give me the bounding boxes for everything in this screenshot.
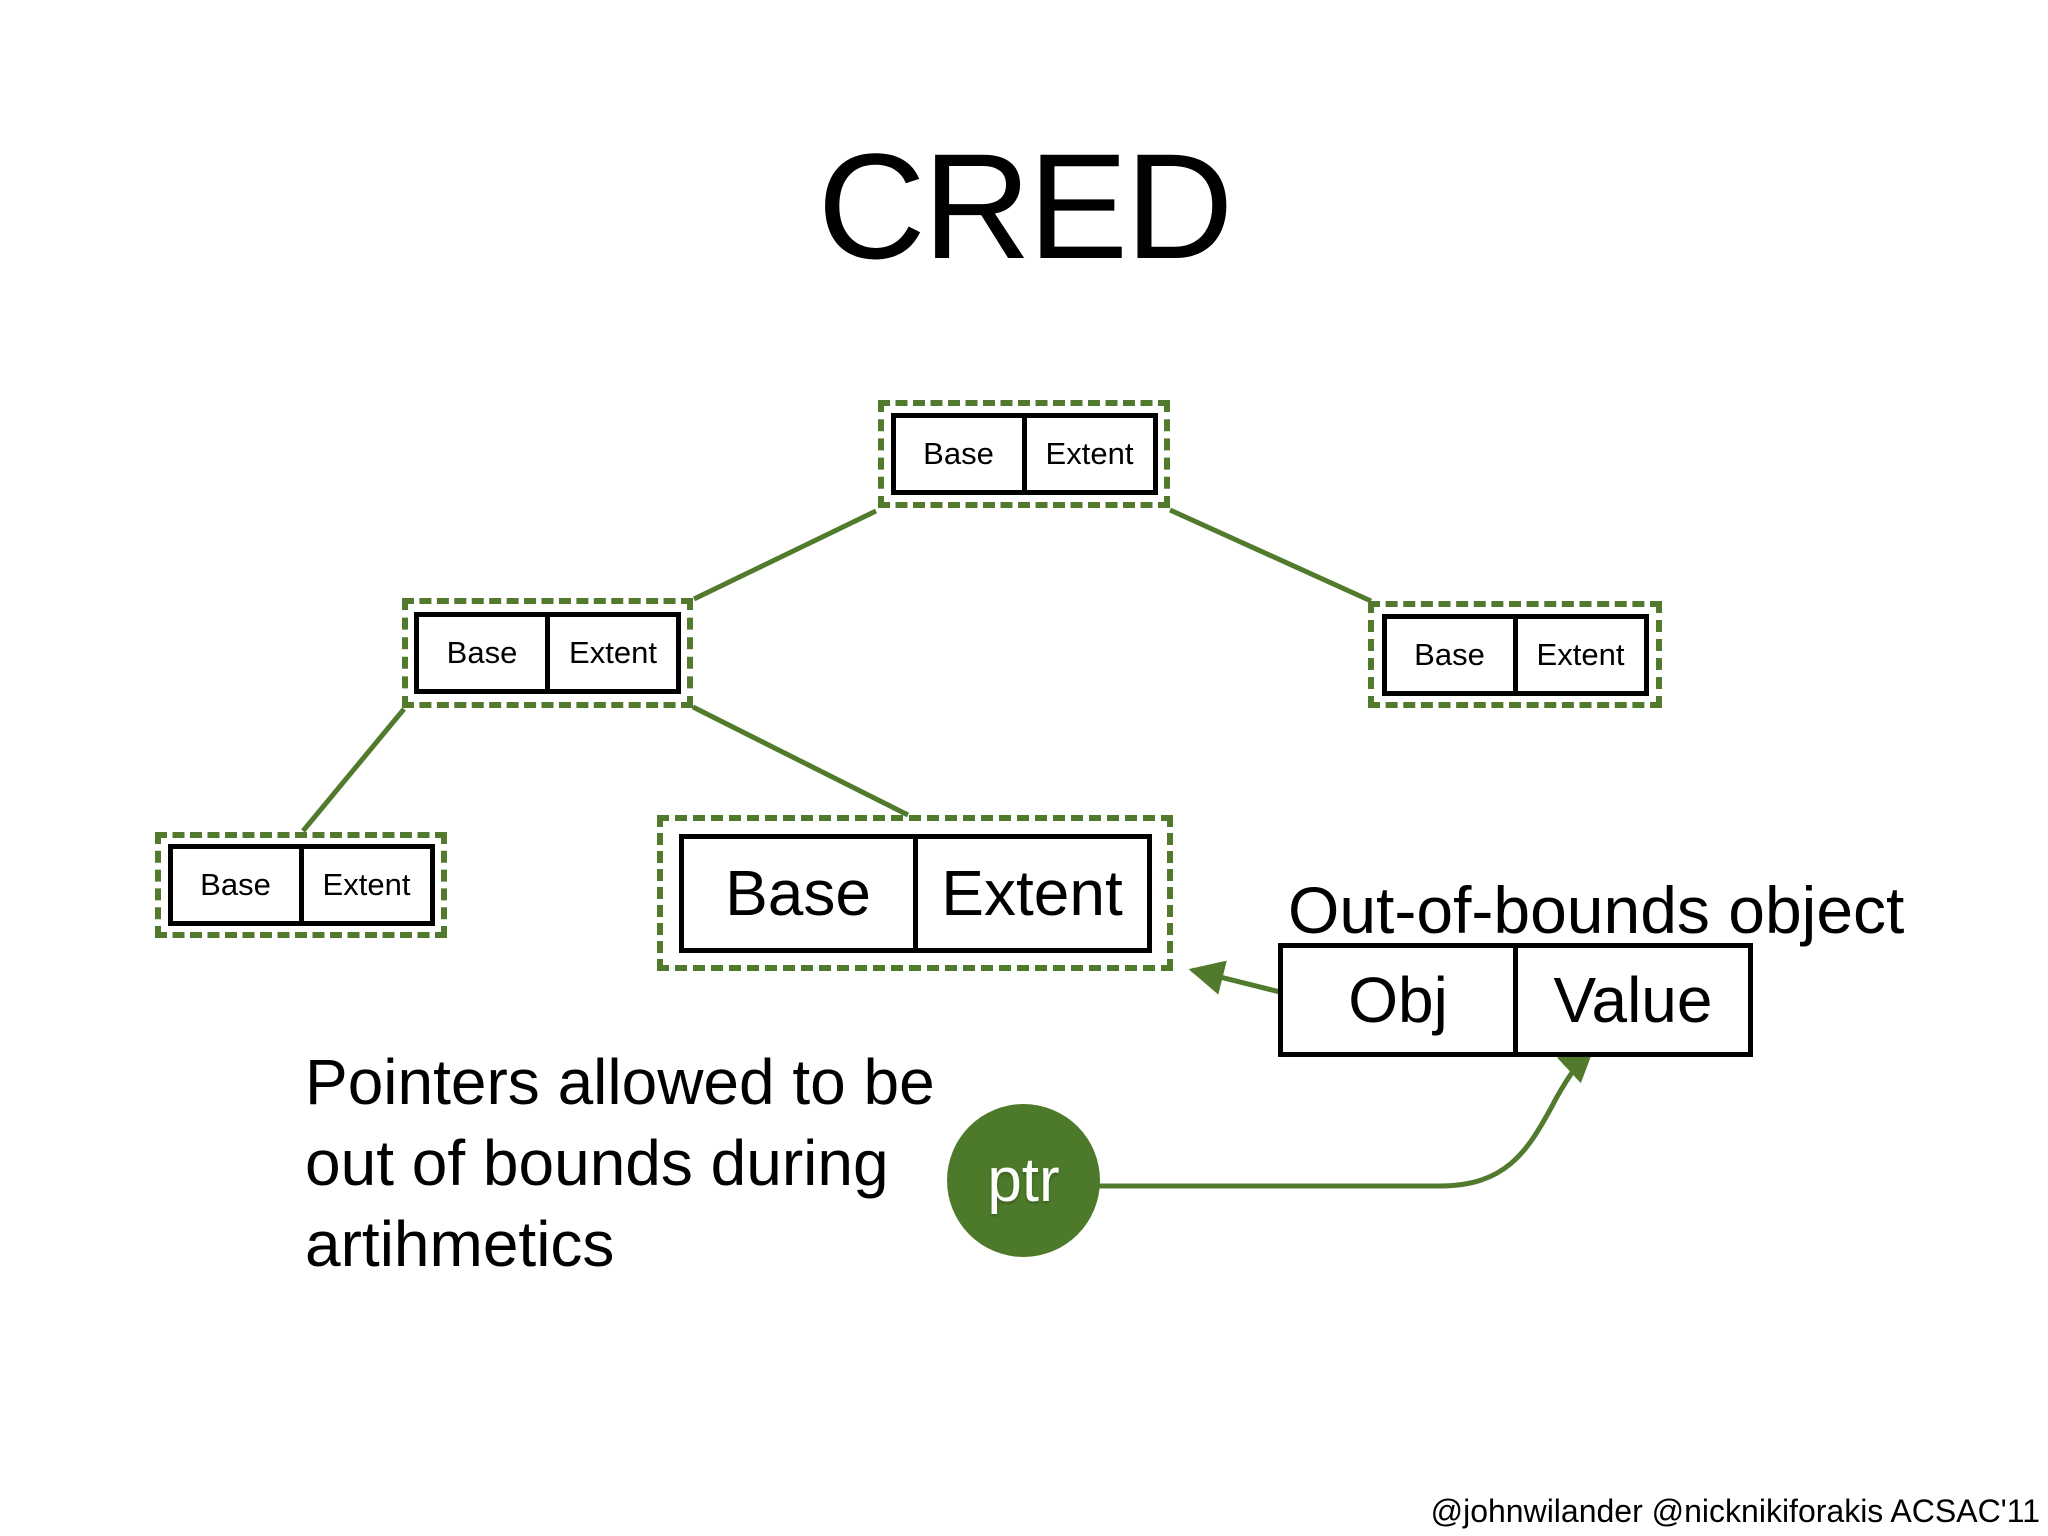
tree-node-leaf-small: Base Extent <box>155 832 447 938</box>
tree-node-right: Base Extent <box>1368 601 1662 708</box>
tree-node-root: Base Extent <box>878 400 1170 508</box>
ptr-label: ptr <box>987 1146 1060 1215</box>
note-line-3: artihmetics <box>305 1208 615 1280</box>
base-extent-box: Base Extent <box>167 844 435 926</box>
extent-cell: Extent <box>1045 436 1134 471</box>
base-cell: Base <box>1387 618 1518 691</box>
edge-midleft-to-small <box>301 707 406 833</box>
oob-object-box: Obj Value <box>1278 943 1753 1057</box>
base-cell: Base <box>684 838 918 948</box>
extent-cell: Extent <box>1536 636 1625 672</box>
tree-node-leaf-large: Base Extent <box>657 815 1173 971</box>
arrow-ptr-to-value <box>1098 1046 1595 1189</box>
footer-credit: @johnwilander @nicknikiforakis ACSAC'11 <box>1430 1493 2040 1529</box>
base-extent-box: Base Extent <box>890 413 1158 495</box>
base-extent-box: Base Extent <box>1381 613 1649 696</box>
base-extent-box: Base Extent <box>678 833 1152 953</box>
note-line-2: out of bounds during <box>305 1127 889 1199</box>
obj-cell: Obj <box>1283 948 1518 1052</box>
out-of-bounds-label: Out-of-bounds object <box>1288 873 1905 947</box>
slide-title: CRED <box>817 122 1233 290</box>
extent-cell: Extent <box>941 857 1123 929</box>
edge-root-to-midleft <box>692 508 878 602</box>
extent-cell: Extent <box>322 867 411 902</box>
ptr-circle: ptr <box>947 1104 1100 1257</box>
extent-cell: Extent <box>569 635 657 670</box>
value-cell: Value <box>1553 964 1713 1036</box>
tree-node-mid-left: Base Extent <box>402 598 693 708</box>
base-cell: Base <box>419 617 550 689</box>
base-extent-box: Base Extent <box>414 612 681 694</box>
base-cell: Base <box>896 418 1027 490</box>
base-cell: Base <box>173 849 304 921</box>
edge-midleft-to-large <box>691 704 910 818</box>
edge-root-to-right <box>1168 507 1373 604</box>
note-text: Pointers allowed to be out of bounds dur… <box>305 1042 935 1285</box>
note-line-1: Pointers allowed to be <box>305 1046 935 1118</box>
